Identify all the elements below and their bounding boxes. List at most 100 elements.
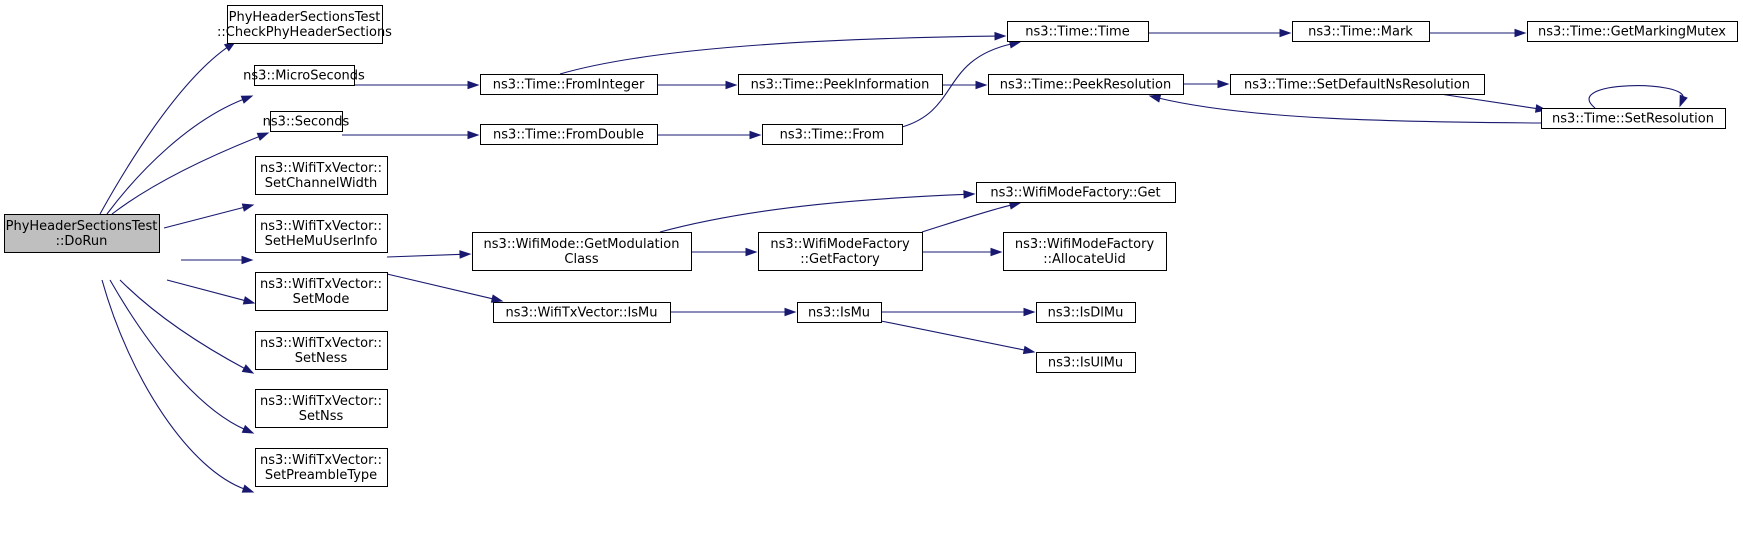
node-box bbox=[797, 302, 882, 323]
node-peekinfo[interactable]: ns3::Time::PeekInformation bbox=[738, 74, 943, 95]
edge-arrowhead bbox=[241, 424, 255, 434]
edge-setres-to-setres bbox=[1588, 85, 1688, 109]
edge-line bbox=[1588, 85, 1684, 109]
node-label: ns3::Time::Time bbox=[1025, 25, 1129, 40]
edge-arrowhead bbox=[745, 247, 758, 257]
edge-arrowhead bbox=[1217, 79, 1230, 89]
edge-line bbox=[109, 279, 246, 431]
node-label: ::AllocateUid bbox=[1043, 252, 1125, 267]
node-box bbox=[480, 74, 658, 95]
node-mark[interactable]: ns3::Time::Mark bbox=[1292, 21, 1430, 42]
node-label: PhyHeaderSectionsTest bbox=[229, 10, 381, 25]
edge-getfactory-to-alloc bbox=[922, 247, 1003, 257]
node-box bbox=[1003, 232, 1167, 271]
node-setdef[interactable]: ns3::Time::SetDefaultNsResolution bbox=[1230, 74, 1485, 95]
node-dorun: PhyHeaderSectionsTest::DoRun bbox=[4, 214, 160, 253]
edge-arrowhead bbox=[459, 250, 472, 259]
node-check[interactable]: PhyHeaderSectionsTest::CheckPhyHeaderSec… bbox=[217, 5, 392, 44]
node-label: ns3::IsDlMu bbox=[1048, 306, 1124, 321]
node-label: ::GetFactory bbox=[800, 252, 880, 267]
node-label: SetChannelWidth bbox=[265, 176, 378, 191]
node-box bbox=[255, 331, 388, 370]
node-fromint[interactable]: ns3::Time::FromInteger bbox=[480, 74, 658, 95]
node-peekres[interactable]: ns3::Time::PeekResolution bbox=[988, 74, 1184, 95]
edge-dorun-to-micro bbox=[106, 95, 254, 215]
node-setpre[interactable]: ns3::WifiTxVector::SetPreambleType bbox=[255, 448, 388, 487]
node-box bbox=[738, 74, 943, 95]
edge-arrowhead bbox=[1514, 28, 1527, 38]
node-time[interactable]: ns3::Time::Time bbox=[1007, 21, 1149, 42]
node-label: ns3::WifiTxVector:: bbox=[260, 453, 382, 468]
edge-arrowhead bbox=[994, 31, 1007, 41]
edge-dorun-to-sethemu bbox=[181, 255, 254, 265]
node-alloc[interactable]: ns3::WifiModeFactory::AllocateUid bbox=[1003, 232, 1167, 271]
node-label: ns3::Time::SetResolution bbox=[1552, 112, 1714, 127]
node-wmfget[interactable]: ns3::WifiModeFactory::Get bbox=[976, 182, 1176, 203]
edge-dorun-to-setness bbox=[119, 279, 255, 374]
edge-line bbox=[119, 279, 247, 370]
nodes-layer: PhyHeaderSectionsTest::DoRunPhyHeaderSec… bbox=[4, 5, 1738, 487]
node-box bbox=[988, 74, 1184, 95]
node-box bbox=[227, 5, 383, 44]
node-label: SetMode bbox=[293, 292, 350, 307]
node-getfactory[interactable]: ns3::WifiModeFactory::GetFactory bbox=[758, 232, 923, 271]
edge-peekinfo-to-peekres bbox=[942, 80, 988, 90]
node-box bbox=[1007, 21, 1149, 42]
edges-layer bbox=[99, 28, 1688, 493]
node-label: ns3::Time::PeekInformation bbox=[751, 78, 930, 93]
node-setchw[interactable]: ns3::WifiTxVector::SetChannelWidth bbox=[255, 156, 388, 195]
node-box bbox=[493, 302, 671, 323]
node-ismu[interactable]: ns3::IsMu bbox=[797, 302, 882, 323]
node-micro[interactable]: ns3::MicroSeconds bbox=[243, 65, 365, 86]
edge-getmod-to-wmfget bbox=[659, 190, 976, 233]
node-box bbox=[762, 124, 903, 145]
edge-line bbox=[111, 135, 261, 215]
edge-sethemu-to-getmod bbox=[386, 250, 472, 259]
node-setres[interactable]: ns3::Time::SetResolution bbox=[1541, 108, 1726, 129]
edge-line bbox=[880, 320, 1027, 351]
node-setnss[interactable]: ns3::WifiTxVector::SetNss bbox=[255, 389, 388, 428]
node-box bbox=[255, 214, 388, 253]
edge-arrowhead bbox=[1679, 94, 1688, 108]
edge-arrowhead bbox=[963, 190, 976, 199]
node-isulmu[interactable]: ns3::IsUlMu bbox=[1036, 352, 1136, 373]
node-isdlmu[interactable]: ns3::IsDlMu bbox=[1036, 302, 1136, 323]
node-box bbox=[1292, 21, 1430, 42]
edge-dorun-to-setmode bbox=[166, 279, 256, 305]
node-label: Class bbox=[564, 252, 598, 267]
node-box bbox=[1036, 302, 1136, 323]
node-seconds[interactable]: ns3::Seconds bbox=[263, 111, 350, 132]
edge-micro-to-fromint bbox=[354, 80, 480, 90]
edge-line bbox=[386, 253, 463, 258]
edge-line bbox=[921, 204, 1013, 233]
edge-arrowhead bbox=[467, 130, 480, 140]
node-sethemu[interactable]: ns3::WifiTxVector::SetHeMuUserInfo bbox=[255, 214, 388, 253]
node-getmutex[interactable]: ns3::Time::GetMarkingMutex bbox=[1527, 21, 1738, 42]
node-box bbox=[255, 272, 388, 311]
node-box bbox=[480, 124, 658, 145]
edge-setres-to-peekres bbox=[1148, 94, 1542, 124]
edge-line bbox=[99, 46, 229, 215]
edge-arrowhead bbox=[1148, 94, 1162, 103]
edge-line bbox=[1157, 97, 1542, 124]
edge-line bbox=[106, 98, 245, 215]
node-box bbox=[1527, 21, 1738, 42]
edge-peekres-to-setdef bbox=[1183, 79, 1230, 89]
node-txismu[interactable]: ns3::WifiTxVector::IsMu bbox=[493, 302, 671, 323]
node-label: ns3::Time::SetDefaultNsResolution bbox=[1244, 78, 1470, 93]
edge-ismu-to-isdlmu bbox=[881, 307, 1036, 317]
node-setmode[interactable]: ns3::WifiTxVector::SetMode bbox=[255, 272, 388, 311]
edge-dorun-to-check bbox=[99, 41, 237, 215]
node-label: ::DoRun bbox=[56, 234, 108, 249]
node-setness[interactable]: ns3::WifiTxVector::SetNess bbox=[255, 331, 388, 370]
node-fromdbl[interactable]: ns3::Time::FromDouble bbox=[480, 124, 658, 145]
edge-time-to-mark bbox=[1148, 28, 1292, 38]
node-from[interactable]: ns3::Time::From bbox=[762, 124, 903, 145]
node-box bbox=[4, 214, 160, 253]
edge-dorun-to-setnss bbox=[109, 279, 255, 434]
node-label: ns3::WifiTxVector:: bbox=[260, 277, 382, 292]
edge-dorun-to-setchw bbox=[163, 203, 255, 229]
edge-line bbox=[659, 193, 967, 233]
edge-arrowhead bbox=[241, 255, 254, 265]
